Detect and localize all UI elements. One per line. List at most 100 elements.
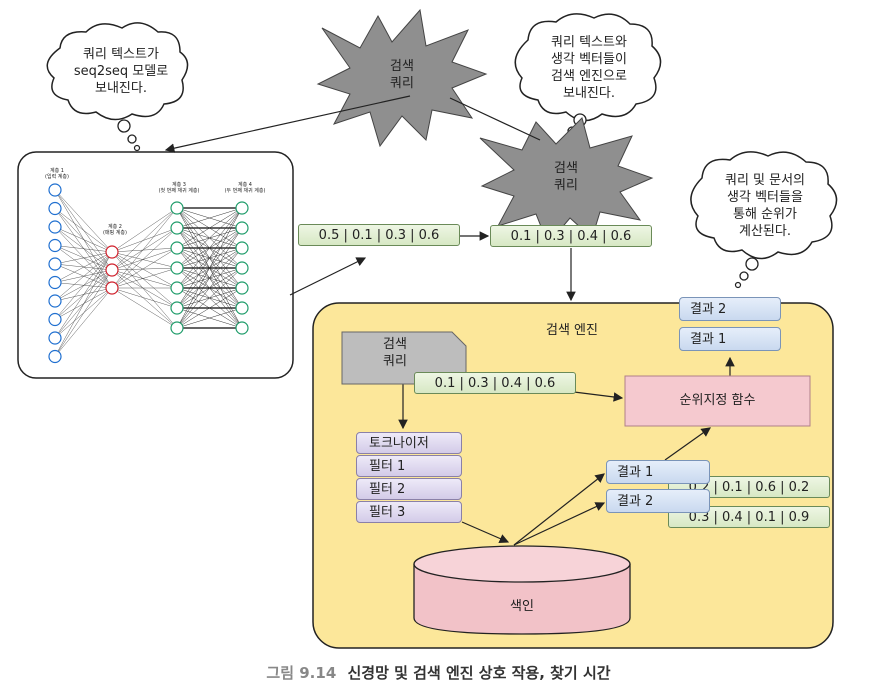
nn-connection [111,269,178,329]
mid-result-2: 결과 2 [606,489,710,513]
vector-query: 0.1 | 0.3 | 0.4 | 0.6 [414,372,576,394]
layer-3-label: 계층 3(첫 번째 재귀 계층) [158,182,200,194]
search-engine-title: 검색 엔진 [546,323,598,338]
vector-doc2: 0.3 | 0.4 | 0.1 | 0.9 [668,506,830,528]
nn-connection [176,207,243,269]
nn-node [170,261,184,275]
nn-connection [176,207,243,309]
nn-node [48,220,62,234]
nn-node [48,294,62,308]
nn-connection [111,207,178,271]
nn-node [48,257,62,271]
nn-connection [111,267,178,271]
nn-node [170,201,184,215]
nn-connection [54,287,113,357]
nn-connection [54,245,113,289]
nn-node [105,263,119,277]
vector-left: 0.5 | 0.1 | 0.3 | 0.6 [298,224,460,246]
nn-connection [111,269,178,289]
layer-2-label: 계층 2(매핑 계층) [103,224,127,236]
nn-connection [54,226,113,289]
nn-connection [111,267,178,289]
nn-connection [111,287,178,309]
nn-connection [54,208,113,271]
ranking-function-box [624,375,811,427]
nn-connection [111,247,178,253]
nn-node [48,183,62,197]
nn-connection [111,207,178,253]
nn-node [170,281,184,295]
mid-result-1: 결과 1 [606,460,710,484]
nn-node [170,241,184,255]
nn-node [170,301,184,315]
filter-1-step: 필터 1 [356,455,462,477]
left-thought-bubble [46,22,189,152]
nn-connection [111,227,178,289]
tokenizer-step: 토크나이저 [356,432,462,454]
nn-node [48,275,62,290]
nn-connection [54,263,113,289]
nn-node [235,241,249,255]
top-query-star [316,8,488,148]
nn-connection [54,245,113,271]
nn-node [105,245,119,259]
nn-connection [176,267,243,329]
layer-4-label: 계층 4(두 번째 재귀 계층) [224,182,266,194]
figure-caption-text: 신경망 및 검색 엔진 상호 작용, 찾기 시간 [347,664,611,682]
nn-node [48,331,62,345]
figure-caption: 그림 9.14 신경망 및 검색 엔진 상호 작용, 찾기 시간 [0,662,877,683]
nn-connection [54,189,113,253]
figure-number: 그림 9.14 [266,664,337,682]
index-cylinder [413,545,631,635]
nn-node [235,301,249,315]
nn-connection [111,287,178,329]
layer-1-label: 계층 1(입력 계층) [45,168,69,180]
nn-layer-labels: 계층 1(입력 계층) 계층 2(매핑 계층) 계층 3(첫 번째 재귀 계층)… [25,160,285,236]
nn-node [235,221,249,235]
nn-connection [111,227,178,253]
nn-connection [54,226,113,271]
query-document [341,331,467,385]
nn-connection [54,251,113,283]
filter-2-step: 필터 2 [356,478,462,500]
nn-node [105,281,119,295]
nn-connection [54,251,113,302]
nn-connection [111,251,178,309]
nn-connection [54,251,113,265]
nn-connection [111,251,178,329]
nn-connection [54,282,113,289]
nn-connection [111,227,178,271]
nn-connection [111,251,178,289]
nn-connection [176,227,243,329]
nn-node [235,261,249,275]
nn-connection [54,251,113,320]
nn-connection [54,226,113,253]
nn-connection [54,245,113,253]
nn-node [235,201,249,215]
seq2seq-network-diagram [48,183,249,364]
nn-connection [54,251,113,339]
vector-right: 0.1 | 0.3 | 0.4 | 0.6 [490,225,652,247]
nn-node [48,312,62,327]
nn-node [48,238,62,253]
nn-connection [111,247,178,271]
nn-node [170,221,184,235]
middle-query-star [479,117,654,245]
nn-connection [54,251,113,357]
nn-connection [111,247,178,289]
nn-connection [54,269,113,357]
filter-3-step: 필터 3 [356,501,462,523]
nn-connection [111,251,178,269]
nn-node [235,321,249,335]
nn-node [170,321,184,335]
ranking-function-label: 순위지정 함수 [679,393,756,408]
index-label: 색인 [510,599,534,614]
top-result-1: 결과 1 [679,327,781,351]
nn-connection [176,207,243,229]
